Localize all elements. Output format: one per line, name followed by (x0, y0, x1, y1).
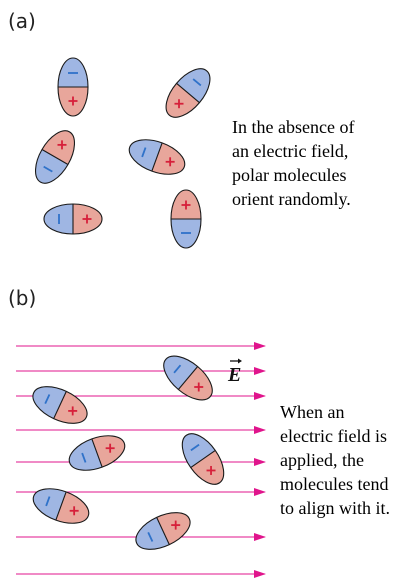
polar-molecule-icon (28, 124, 83, 189)
panel-b-caption: When an electric field is applied, the m… (280, 402, 393, 518)
panel-b-caption-line: to align with it. (280, 498, 390, 518)
panel-a-caption: In the absence of an electric field, pol… (232, 117, 359, 209)
panel-a-caption-line: an electric field, (232, 141, 348, 161)
polar-molecule-icon (125, 133, 190, 181)
polar-molecule-icon (174, 427, 232, 492)
polar-molecule-icon (58, 58, 88, 116)
polar-molecule-icon (27, 379, 92, 431)
polar-molecule-icon (29, 482, 94, 530)
panel-a-caption-line: In the absence of (232, 117, 354, 137)
polar-molecule-icon (44, 204, 102, 234)
electric-field-symbol: E (227, 364, 241, 386)
panel-a: (a) In the absence of an electric field,… (8, 9, 359, 248)
panel-b-caption-line: molecules tend (280, 474, 388, 494)
polar-molecule-icon (65, 429, 130, 477)
vector-arrow-icon (230, 359, 242, 364)
polar-molecule-icon (171, 190, 201, 248)
panel-a-caption-line: polar molecules (232, 165, 346, 185)
panel-b: (b) E When an electric field is applied,… (8, 286, 393, 574)
panel-b-label: (b) (8, 286, 36, 310)
panel-b-caption-line: applied, the (280, 450, 364, 470)
panel-b-caption-line: electric field is (280, 426, 387, 446)
panel-a-caption-line: orient randomly. (232, 189, 351, 209)
polar-molecule-icon (130, 505, 195, 557)
polar-molecule-icon (156, 348, 220, 408)
panel-b-caption-line: When an (280, 402, 344, 422)
polar-molecule-icon (158, 61, 218, 125)
electric-field-label: E (227, 359, 242, 387)
panel-a-label: (a) (8, 9, 36, 33)
molecules-random (28, 58, 219, 248)
molecules-aligned (27, 348, 232, 557)
